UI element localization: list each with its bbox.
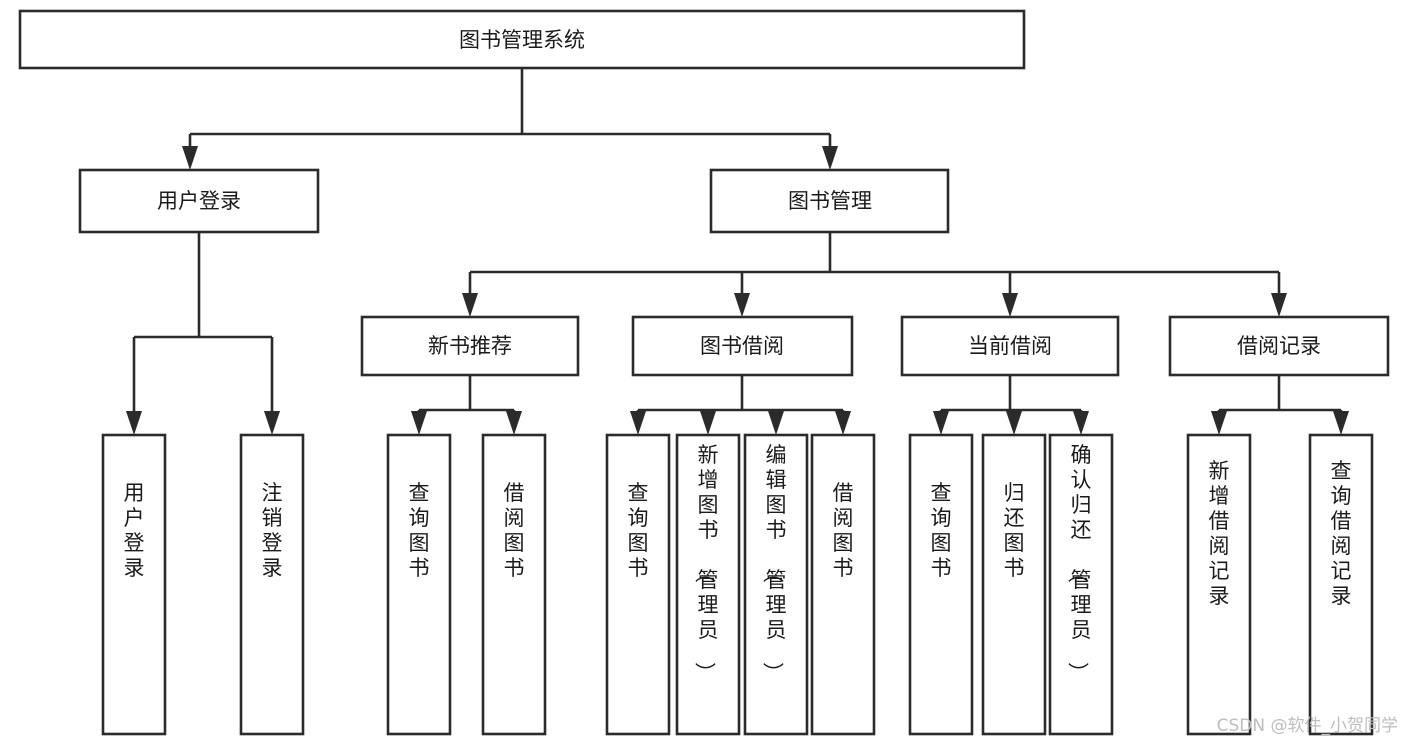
leaf-node-return-book[interactable]: 归还图书 (981, 433, 1047, 736)
node-borrow-record[interactable]: 借阅记录 (1168, 315, 1390, 377)
leaf-node-query-borrow-record-label: 查询借阅记录 (1331, 459, 1352, 608)
leaf-node-query-book-nbr-label: 查询图书 (409, 481, 430, 580)
node-current-borrow-label: 当前借阅 (968, 334, 1052, 358)
leaf-node-edit-book-admin[interactable]: 编辑图书（管理员） (743, 433, 809, 736)
node-new-book-recommend-box[interactable] (360, 315, 580, 377)
node-borrow-record-label: 借阅记录 (1237, 334, 1321, 358)
arrow-cb-confirm-return (1073, 411, 1089, 435)
arrow-root-to-user-login (182, 146, 198, 170)
leaf-node-add-book-admin-box[interactable] (675, 433, 741, 736)
node-user-login-label: 用户登录 (157, 189, 241, 213)
arrow-to-book-borrow (734, 293, 750, 317)
arrow-bb-borrow-book (835, 411, 851, 435)
leaf-node-borrow-book-nbr[interactable]: 借阅图书 (481, 433, 547, 736)
leaf-node-logout-box[interactable] (239, 433, 305, 736)
arrow-root-to-book-mgmt (822, 146, 838, 170)
leaf-node-add-borrow-record-box[interactable] (1186, 433, 1252, 736)
arrow-bb-add-book (700, 411, 716, 435)
arrow-br-add-record (1211, 411, 1227, 435)
arrow-nbr-query-book (411, 411, 427, 435)
leaf-node-return-book-label: 归还图书 (1004, 481, 1025, 580)
arrow-br-query-record (1333, 411, 1349, 435)
leaf-node-query-book-bb-box[interactable] (605, 433, 671, 736)
leaf-node-borrow-book-bb-label: 借阅图书 (833, 481, 854, 580)
leaf-nodes: 用户登录 注销登录 查询图书 借阅图书 查询图书 新增图书（管理员） (101, 433, 1374, 736)
leaf-node-query-borrow-record[interactable]: 查询借阅记录 (1308, 433, 1374, 736)
leaf-node-add-borrow-record[interactable]: 新增借阅记录 (1186, 433, 1252, 736)
node-root[interactable]: 图书管理系统 (18, 9, 1026, 70)
node-book-management-label: 图书管理 (788, 189, 872, 213)
arrow-to-leaf-user-login (126, 411, 142, 435)
leaf-node-add-book-admin-label: 新增图书（管理员） (693, 443, 719, 683)
edge-book-mgmt-bus (468, 232, 1281, 299)
leaf-node-borrow-book-bb-box[interactable] (810, 433, 876, 736)
leaf-node-edit-book-admin-box[interactable] (743, 433, 809, 736)
leaf-node-user-login-label: 用户登录 (124, 481, 145, 580)
arrow-bb-edit-book (768, 411, 784, 435)
node-new-book-recommend-label: 新书推荐 (428, 334, 512, 358)
node-layer: 图书管理系统 用户登录 图书管理 新书推荐 图书借阅 当前借阅 借阅记录 (18, 9, 1390, 736)
leaf-node-query-book-cb[interactable]: 查询图书 (908, 433, 974, 736)
arrow-cb-query-book (933, 411, 949, 435)
leaf-node-borrow-book-bb[interactable]: 借阅图书 (810, 433, 876, 736)
node-borrow-record-box[interactable] (1168, 315, 1390, 377)
leaf-node-query-book-nbr[interactable]: 查询图书 (386, 433, 452, 736)
leaf-node-edit-book-admin-label: 编辑图书（管理员） (761, 443, 787, 683)
arrow-cb-return-book (1006, 411, 1022, 435)
leaf-node-borrow-book-nbr-box[interactable] (481, 433, 547, 736)
edge-borrow-record-bus (1217, 375, 1343, 417)
node-book-borrow-label: 图书借阅 (700, 334, 784, 358)
arrow-bb-query-book (630, 411, 646, 435)
leaf-node-add-borrow-record-label: 新增借阅记录 (1209, 459, 1230, 608)
node-user-login-box[interactable] (78, 168, 320, 234)
arrow-nbr-borrow-book (506, 411, 522, 435)
leaf-node-return-book-box[interactable] (981, 433, 1047, 736)
leaf-node-borrow-book-nbr-label: 借阅图书 (504, 481, 525, 580)
leaf-node-confirm-return-admin-box[interactable] (1048, 433, 1114, 736)
leaf-node-logout-label: 注销登录 (262, 481, 283, 580)
node-new-book-recommend[interactable]: 新书推荐 (360, 315, 580, 377)
node-root-label: 图书管理系统 (459, 28, 585, 52)
leaf-node-logout[interactable]: 注销登录 (239, 433, 305, 736)
arrow-to-borrow-record (1271, 293, 1287, 317)
leaf-node-user-login[interactable]: 用户登录 (101, 433, 167, 736)
csdn-watermark: CSDN @软件_小贺同学 (1217, 716, 1398, 736)
node-book-management[interactable]: 图书管理 (709, 168, 950, 234)
arrow-to-leaf-logout (264, 411, 280, 435)
node-book-borrow-box[interactable] (631, 315, 854, 377)
edge-new-book-rec-bus (417, 375, 516, 417)
arrow-to-current-borrow (1002, 293, 1018, 317)
leaf-node-confirm-return-admin[interactable]: 确认归还（管理员） (1048, 433, 1114, 736)
edge-root-bus (188, 68, 832, 152)
leaf-node-query-borrow-record-box[interactable] (1308, 433, 1374, 736)
edge-current-borrow-bus (939, 375, 1083, 417)
node-book-borrow[interactable]: 图书借阅 (631, 315, 854, 377)
leaf-node-user-login-box[interactable] (101, 433, 167, 736)
arrow-to-new-book-rec (462, 293, 478, 317)
node-current-borrow[interactable]: 当前借阅 (900, 315, 1120, 377)
node-book-management-box[interactable] (709, 168, 950, 234)
leaf-node-query-book-bb[interactable]: 查询图书 (605, 433, 671, 736)
leaf-node-add-book-admin[interactable]: 新增图书（管理员） (675, 433, 741, 736)
leaf-node-confirm-return-admin-label: 确认归还（管理员） (1066, 443, 1092, 683)
node-user-login[interactable]: 用户登录 (78, 168, 320, 234)
node-root-box[interactable] (18, 9, 1026, 70)
connector-layer (126, 68, 1349, 435)
leaf-node-query-book-bb-label: 查询图书 (628, 481, 649, 580)
edge-book-borrow-bus (636, 375, 845, 417)
node-current-borrow-box[interactable] (900, 315, 1120, 377)
leaf-node-query-book-nbr-box[interactable] (386, 433, 452, 736)
leaf-node-query-book-cb-box[interactable] (908, 433, 974, 736)
leaf-node-query-book-cb-label: 查询图书 (931, 481, 952, 580)
edge-user-login-bus (132, 232, 274, 417)
